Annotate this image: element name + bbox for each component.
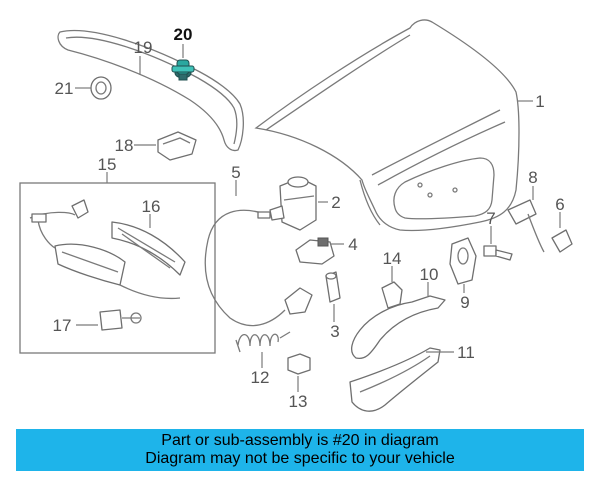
leader-lines [75, 44, 561, 392]
caption-banner: Part or sub-assembly is #20 in diagram D… [16, 429, 584, 471]
caption-line-1: Part or sub-assembly is #20 in diagram [161, 432, 439, 449]
bolt [483, 245, 513, 261]
part-number-21: 21 [55, 79, 74, 98]
part-number-16: 16 [142, 197, 161, 216]
part-number-19: 19 [134, 38, 153, 57]
lock-actuator [269, 176, 317, 231]
parts-diagram: 20 19 21 18 1 15 16 17 5 2 4 3 12 13 14 … [19, 19, 573, 412]
clip-part-20 [171, 59, 195, 81]
latch [295, 237, 335, 265]
part-number-1: 1 [535, 92, 544, 111]
part-number-labels: 20 19 21 18 1 15 16 17 5 2 4 3 12 13 14 … [53, 25, 565, 411]
small-bracket [381, 281, 403, 309]
part-number-11: 11 [457, 343, 475, 362]
spring [235, 331, 291, 353]
part-number-3: 3 [330, 322, 339, 341]
part-number-12: 12 [251, 368, 270, 387]
part-number-7: 7 [486, 209, 495, 228]
part-number-15: 15 [98, 155, 117, 174]
part-number-13: 13 [289, 392, 308, 411]
part-number-4: 4 [348, 235, 357, 254]
license-lamp [507, 199, 545, 253]
part-number-20: 20 [174, 25, 193, 44]
switch [325, 271, 341, 303]
part-number-5: 5 [231, 163, 240, 182]
part-number-18: 18 [115, 136, 134, 155]
part-number-9: 9 [460, 293, 469, 312]
sub-assembly-box [19, 182, 216, 354]
hinge-bracket [449, 237, 477, 285]
part-number-10: 10 [420, 265, 439, 284]
trunk-lid [254, 19, 520, 232]
part-number-2: 2 [331, 193, 340, 212]
trim-panel [349, 347, 441, 412]
bumper-block [287, 353, 311, 375]
cover [551, 229, 573, 253]
part-number-14: 14 [383, 249, 402, 268]
part-number-8: 8 [528, 168, 537, 187]
grommet [90, 76, 112, 100]
part-number-17: 17 [53, 316, 72, 335]
caption-line-2: Diagram may not be specific to your vehi… [145, 450, 455, 467]
striker-block [157, 131, 197, 161]
part-number-6: 6 [555, 195, 564, 214]
release-cable [204, 209, 313, 327]
trim-bracket [350, 295, 446, 360]
